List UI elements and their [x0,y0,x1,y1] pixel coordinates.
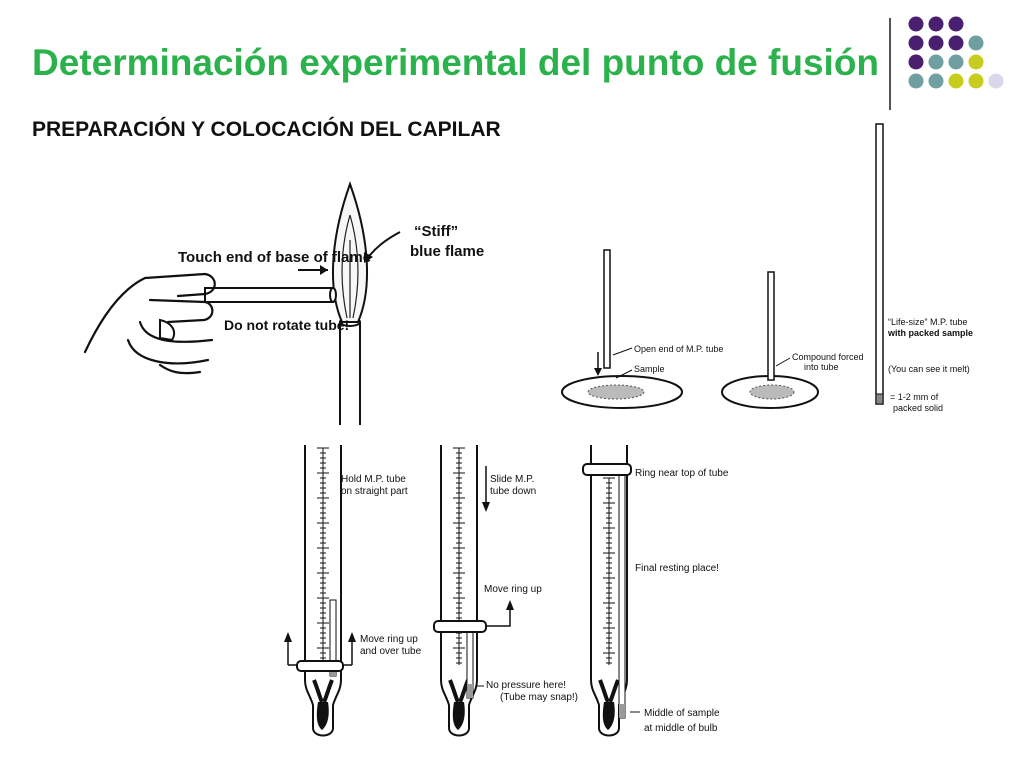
decorative-dot [908,16,924,32]
decorative-dot [928,16,944,32]
title-divider [889,18,891,110]
slide-tube-label-1: Slide M.P. [490,474,534,485]
decorative-dot [988,73,1004,89]
hand-icon [83,272,216,375]
ring-top-label: Ring near top of tube [635,468,729,479]
decorative-dot [948,54,964,70]
final-resting-label: Final resting place! [635,563,719,574]
into-tube-label: into tube [804,362,839,372]
decorative-dot [928,35,944,51]
decorative-dot [948,16,964,32]
decorative-dot [948,35,964,51]
blue-flame-label: blue flame [410,243,484,260]
thermometer-panel: Hold M.P. tube on straight part Move rin… [284,445,729,737]
ring-over-label-1: Move ring up [360,634,418,645]
packed-sample-label: with packed sample [887,328,973,338]
thermometer-2 [433,445,514,737]
stiff-flame-label: “Stiff” [414,223,458,240]
decorative-dot [928,54,944,70]
hold-tube-label: Hold M.P. tube [341,474,406,485]
decorative-dot [968,73,984,89]
straight-part-label: on straight part [341,486,408,497]
no-rotate-label: Do not rotate tube! [224,317,349,333]
decorative-dot [948,73,964,89]
packed-mm-label: = 1-2 mm of [890,392,939,402]
life-size-label: “Life-size” M.P. tube [888,317,967,327]
thermometer-3 [582,445,640,737]
open-end-label: Open end of M.P. tube [634,344,723,354]
slide-subtitle: PREPARACIÓN Y COLOCACIÓN DEL CAPILAR [32,118,501,141]
touch-flame-label: Touch end of base of flame [178,249,371,266]
decorative-dot [908,73,924,89]
decorative-dot [968,54,984,70]
compound-forced-label: Compound forced [792,352,864,362]
decorative-dot [928,73,944,89]
see-melt-label: (You can see it melt) [888,364,970,374]
packed-solid-label: packed solid [893,403,943,413]
middle-bulb-label: at middle of bulb [644,723,718,734]
sample-label: Sample [634,364,665,374]
ring-over-label-2: and over tube [360,646,422,657]
decorative-dot [908,54,924,70]
decorative-dot-grid [908,16,1004,89]
decorative-dot [968,35,984,51]
slide-title: Determinación experimental del punto de … [32,42,880,83]
may-snap-label: (Tube may snap!) [500,692,578,703]
life-size-tube [875,123,884,405]
move-ring-up-label: Move ring up [484,584,542,595]
decorative-dot [908,35,924,51]
slide-tube-label-2: tube down [490,486,536,497]
middle-sample-label: Middle of sample [644,708,720,719]
thermometer-1 [284,445,356,737]
loading-panel: Open end of M.P. tube Sample Compound fo… [561,123,973,413]
no-pressure-label: No pressure here! [486,680,566,691]
capillary-tube [204,287,334,303]
flame-panel: Touch end of base of flame “Stiff” blue … [83,181,484,425]
